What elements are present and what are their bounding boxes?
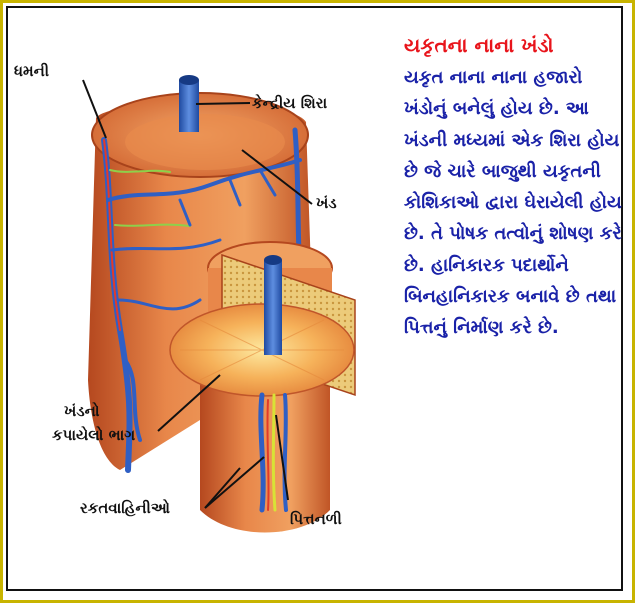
panel-title: યકૃતના નાના ખંડો (404, 30, 624, 60)
label-lobule: ખંડ (316, 192, 337, 214)
info-panel: યકૃતના નાના ખંડો યકૃત નાના નાના હજારો ખં… (404, 30, 624, 344)
panel-body: યકૃત નાના નાના હજારો ખંડોનું બનેલું હોય … (404, 62, 624, 344)
label-bile-duct: પિત્તનળી (290, 508, 342, 530)
label-cut-part-line1: ખંડનો (64, 400, 100, 422)
label-artery: ધમની (14, 60, 49, 82)
label-cut-part-line2: કપાયેલો ભાગ (52, 424, 135, 446)
label-blood-vessels: રકતવાહિનીઓ (80, 497, 170, 519)
label-central-vein: કેન્દ્રીય શિરા (252, 92, 327, 114)
